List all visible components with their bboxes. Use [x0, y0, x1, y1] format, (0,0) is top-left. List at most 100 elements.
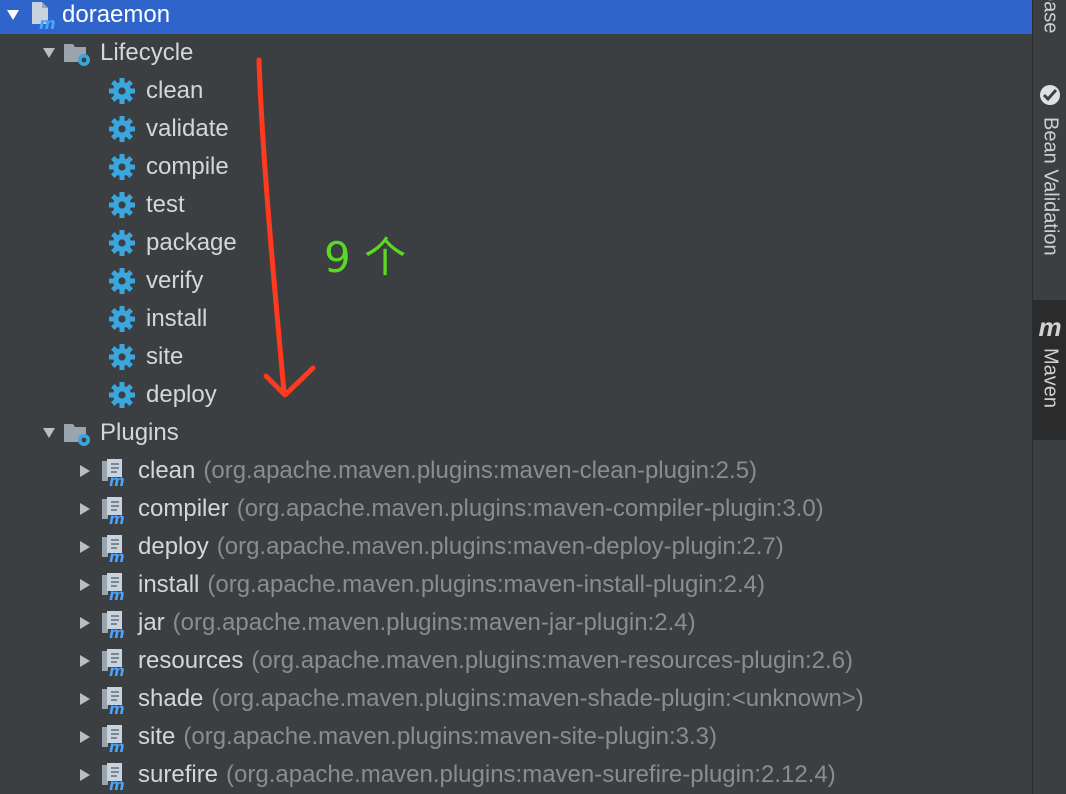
lifecycle-phase-clean[interactable]: clean: [0, 72, 1032, 110]
plugin-name: shade: [138, 685, 204, 712]
maven-plugin-icon: m: [98, 490, 138, 528]
gear-icon: [108, 186, 146, 224]
svg-text:m: m: [109, 548, 125, 563]
lifecycle-phase-deploy[interactable]: deploy: [0, 376, 1032, 414]
lifecycle-phase-label: site: [146, 343, 184, 370]
maven-projects-tree[interactable]: m doraemon Lifecycle clean validate compil…: [0, 0, 1032, 794]
project-name: doraemon: [62, 1, 171, 28]
collapse-arrow-icon[interactable]: [72, 718, 98, 756]
bean-validation-tab[interactable]: Bean Validation: [1033, 84, 1066, 284]
maven-plugin-icon: m: [98, 756, 138, 794]
lifecycle-phase-label: package: [146, 229, 237, 256]
collapse-arrow-icon[interactable]: [72, 452, 98, 490]
lifecycle-phase-verify[interactable]: verify: [0, 262, 1032, 300]
plugin-row-compiler[interactable]: m compiler (org.apache.maven.plugins:maven…: [0, 490, 1032, 528]
plugin-name: compiler: [138, 495, 229, 522]
plugin-row-install[interactable]: m install (org.apache.maven.plugins:maven-…: [0, 566, 1032, 604]
collapse-arrow-icon[interactable]: [72, 642, 98, 680]
maven-plugin-icon: m: [98, 604, 138, 642]
plugin-coordinates: (org.apache.maven.plugins:maven-shade-pl…: [211, 685, 864, 712]
gear-icon: [108, 148, 146, 186]
gear-icon: [108, 376, 146, 414]
plugin-name: clean: [138, 457, 196, 484]
lifecycle-phase-label: install: [146, 305, 208, 332]
lifecycle-phase-validate[interactable]: validate: [0, 110, 1032, 148]
plugin-coordinates: (org.apache.maven.plugins:maven-resource…: [251, 647, 854, 674]
expand-arrow-icon[interactable]: [36, 34, 62, 72]
lifecycle-phase-test[interactable]: test: [0, 186, 1032, 224]
plugin-coordinates: (org.apache.maven.plugins:maven-compiler…: [236, 495, 824, 522]
plugin-coordinates: (org.apache.maven.plugins:maven-install-…: [207, 571, 765, 598]
plugin-name: site: [138, 723, 176, 750]
gear-icon: [108, 110, 146, 148]
expand-arrow-icon[interactable]: [36, 414, 62, 452]
lifecycle-group[interactable]: Lifecycle: [0, 34, 1032, 72]
lifecycle-phase-label: deploy: [146, 381, 217, 408]
svg-text:m: m: [109, 700, 125, 715]
plugins-label: Plugins: [100, 419, 179, 446]
svg-text:m: m: [109, 738, 125, 753]
lifecycle-phase-label: validate: [146, 115, 229, 142]
maven-plugin-icon: m: [98, 642, 138, 680]
maven-logo-icon: m: [1038, 312, 1062, 342]
maven-plugin-icon: m: [98, 680, 138, 718]
plugins-group[interactable]: Plugins: [0, 414, 1032, 452]
svg-text:m: m: [109, 662, 125, 677]
gear-icon: [108, 338, 146, 376]
svg-text:m: m: [109, 624, 125, 639]
annotation-count-text: 9 个: [324, 233, 407, 282]
gear-icon: [108, 72, 146, 110]
plugin-coordinates: (org.apache.maven.plugins:maven-clean-pl…: [203, 457, 758, 484]
lifecycle-phase-package[interactable]: package: [0, 224, 1032, 262]
collapse-arrow-icon[interactable]: [72, 566, 98, 604]
database-tab[interactable]: base: [1033, 0, 1066, 40]
svg-text:m: m: [109, 510, 125, 525]
collapse-arrow-icon[interactable]: [72, 756, 98, 794]
plugins-folder-icon: [62, 414, 100, 452]
database-tab-label: base: [1039, 0, 1062, 34]
lifecycle-phase-compile[interactable]: compile: [0, 148, 1032, 186]
expand-arrow-icon[interactable]: [0, 0, 26, 34]
collapse-arrow-icon[interactable]: [72, 604, 98, 642]
plugin-coordinates: (org.apache.maven.plugins:maven-site-plu…: [183, 723, 717, 750]
plugin-coordinates: (org.apache.maven.plugins:maven-surefire…: [226, 761, 836, 788]
maven-plugin-icon: m: [98, 452, 138, 490]
lifecycle-phase-label: verify: [146, 267, 204, 294]
lifecycle-phase-label: compile: [146, 153, 229, 180]
lifecycle-phase-install[interactable]: install: [0, 300, 1032, 338]
lifecycle-phase-label: test: [146, 191, 185, 218]
maven-plugin-icon: m: [98, 566, 138, 604]
lifecycle-folder-icon: [62, 34, 100, 72]
plugin-row-resources[interactable]: m resources (org.apache.maven.plugins:mave…: [0, 642, 1032, 680]
maven-tab[interactable]: m Maven: [1033, 300, 1066, 440]
collapse-arrow-icon[interactable]: [72, 528, 98, 566]
collapse-arrow-icon[interactable]: [72, 490, 98, 528]
svg-text:m: m: [39, 14, 56, 30]
bean-validation-icon: [1039, 84, 1061, 111]
project-row[interactable]: m doraemon: [0, 0, 1032, 34]
lifecycle-label: Lifecycle: [100, 39, 194, 66]
lifecycle-phase-site[interactable]: site: [0, 338, 1032, 376]
plugin-coordinates: (org.apache.maven.plugins:maven-deploy-p…: [216, 533, 784, 560]
maven-module-icon: m: [26, 0, 62, 34]
maven-plugin-icon: m: [98, 528, 138, 566]
gear-icon: [108, 300, 146, 338]
plugin-coordinates: (org.apache.maven.plugins:maven-jar-plug…: [172, 609, 696, 636]
svg-text:m: m: [109, 472, 125, 487]
tool-window-strip: base Bean Validation m Maven: [1032, 0, 1066, 794]
plugin-name: deploy: [138, 533, 209, 560]
plugin-name: install: [138, 571, 200, 598]
bean-validation-tab-label: Bean Validation: [1039, 117, 1062, 256]
collapse-arrow-icon[interactable]: [72, 680, 98, 718]
maven-plugin-icon: m: [98, 718, 138, 756]
plugin-name: resources: [138, 647, 244, 674]
maven-tab-label: Maven: [1039, 348, 1062, 409]
svg-text:m: m: [109, 586, 125, 601]
lifecycle-phase-label: clean: [146, 77, 204, 104]
